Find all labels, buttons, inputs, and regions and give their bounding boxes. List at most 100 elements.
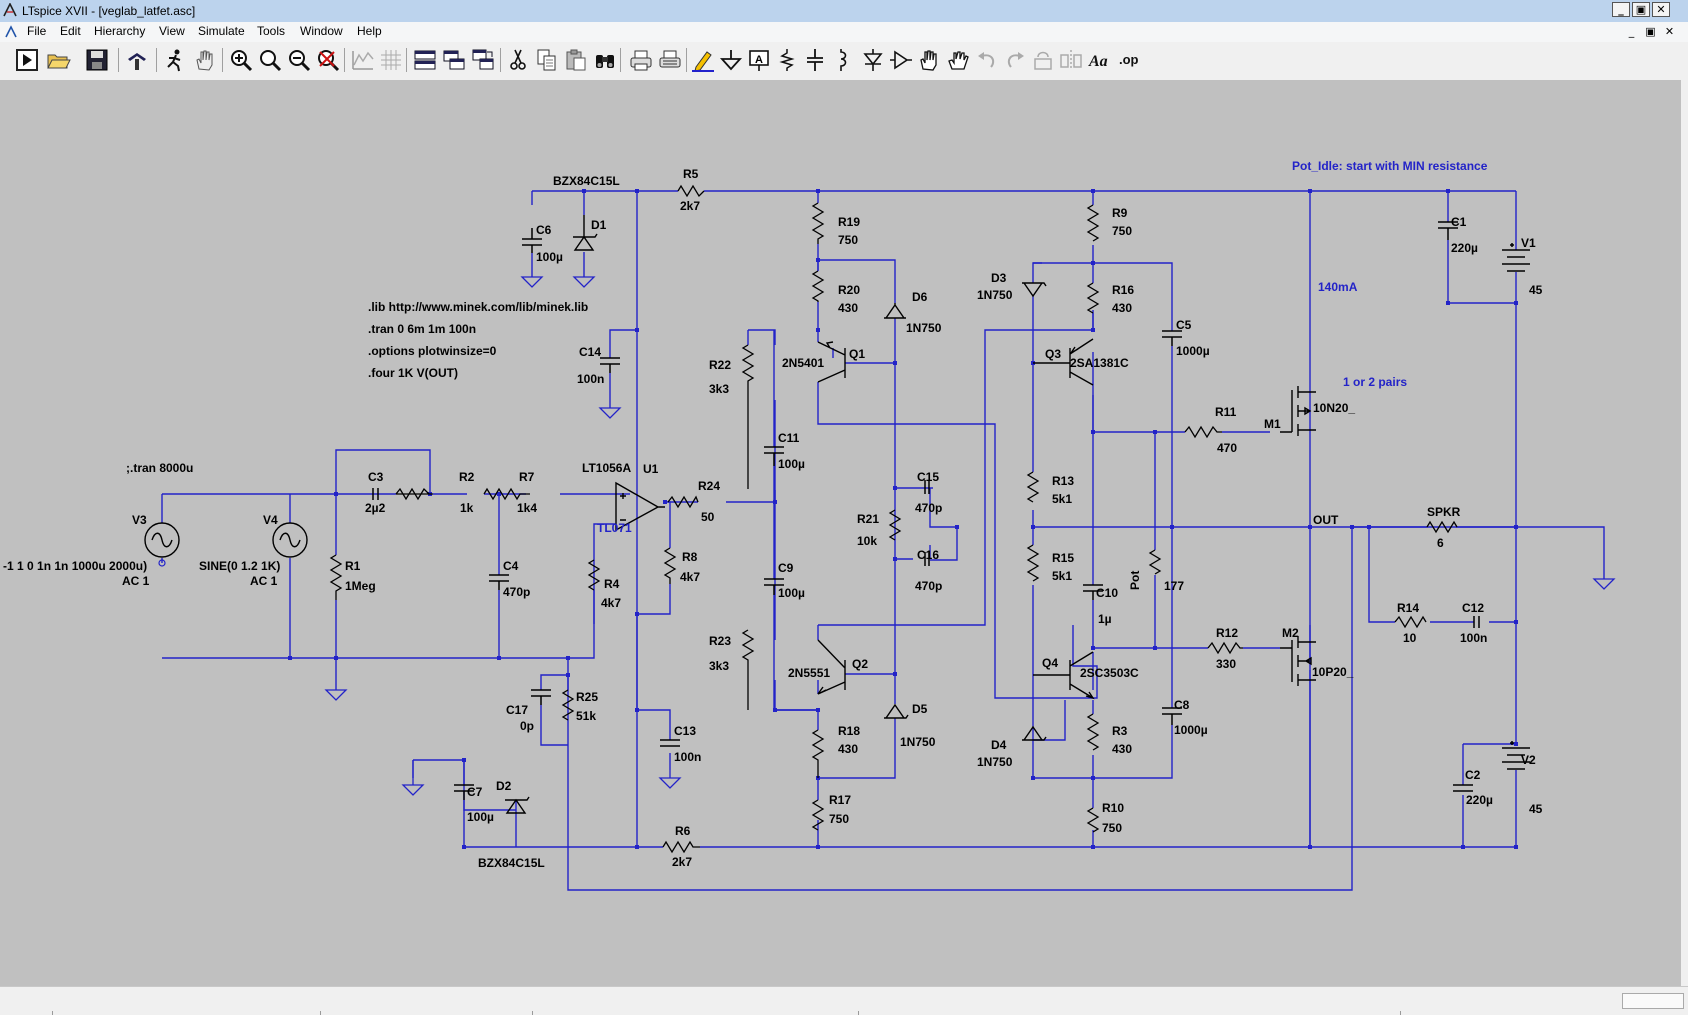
copy-icon[interactable]	[534, 47, 560, 73]
resistors[interactable]	[329, 184, 1458, 854]
menu-hierarchy[interactable]: Hierarchy	[94, 24, 146, 38]
label-U1-part: TL071	[597, 521, 632, 535]
mdi-restore-button[interactable]: ▣	[1645, 25, 1656, 38]
zoom-in-icon[interactable]	[228, 47, 254, 73]
transistors[interactable]	[817, 338, 1316, 700]
zoom-out-icon[interactable]	[286, 47, 312, 73]
label-C16-value: 470p	[915, 579, 942, 593]
maximize-button[interactable]: ▣	[1632, 2, 1650, 17]
find-icon[interactable]	[592, 47, 618, 73]
label-R20: R20	[838, 283, 860, 297]
paste-icon[interactable]	[563, 47, 589, 73]
label-D4: D4	[991, 738, 1007, 752]
label-V3-value: -1 1 0 1n 1n 1000u 2000u)	[3, 559, 147, 573]
title-bar: LTspice XVII - [veglab_latfet.asc] _ ▣ ✕	[0, 0, 1688, 23]
document-icon[interactable]	[4, 25, 18, 39]
toolbar-separator	[686, 48, 687, 72]
net-label-out[interactable]: OUT	[1313, 513, 1339, 527]
menu-file[interactable]: File	[27, 24, 47, 38]
label-R8: R8	[682, 550, 698, 564]
mirror-icon[interactable]	[1058, 47, 1084, 73]
mdi-close-button[interactable]: ✕	[1664, 25, 1675, 38]
spice-directive-lib[interactable]: .lib http://www.minek.com/lib/minek.lib	[368, 300, 588, 314]
control-panel-icon[interactable]	[124, 47, 150, 73]
mdi-minimize-button[interactable]: _	[1628, 25, 1635, 38]
menu-view[interactable]: View	[159, 24, 185, 38]
inductor-icon[interactable]	[830, 47, 856, 73]
component-icon[interactable]	[888, 47, 914, 73]
tile-horizontal-icon[interactable]	[412, 47, 438, 73]
label-R18-value: 430	[838, 742, 858, 756]
label-R4: R4	[604, 577, 620, 591]
spice-directive-four[interactable]: .four 1K V(OUT)	[368, 366, 458, 380]
open-icon[interactable]	[45, 47, 71, 73]
comment-pot-idle[interactable]: Pot_Idle: start with MIN resistance	[1292, 159, 1488, 173]
wires[interactable]	[161, 190, 1605, 891]
label-R3: R3	[1112, 724, 1128, 738]
pick-trace-icon[interactable]	[162, 47, 188, 73]
batteries[interactable]	[1502, 243, 1530, 770]
schematic-canvas[interactable]: BZX84C15L R5 2k7 C6 100µ D1 C14 100n R19…	[0, 80, 1688, 986]
toolbar-separator	[222, 48, 223, 72]
zoom-cancel-icon[interactable]	[315, 47, 341, 73]
autorange-icon[interactable]	[350, 47, 376, 73]
capacitors[interactable]	[372, 221, 1480, 800]
ground-icon[interactable]	[718, 47, 744, 73]
diode-icon[interactable]	[860, 47, 886, 73]
print-icon[interactable]	[628, 47, 654, 73]
grid-icon[interactable]	[378, 47, 404, 73]
label-net-icon[interactable]: A	[746, 47, 772, 73]
voltage-source-V4	[272, 522, 308, 558]
label-R15: R15	[1052, 551, 1074, 565]
menu-simulate[interactable]: Simulate	[198, 24, 245, 38]
spice-directive-options[interactable]: .options plotwinsize=0	[368, 344, 497, 358]
move-icon[interactable]	[916, 47, 942, 73]
capacitor-icon[interactable]	[802, 47, 828, 73]
run-icon[interactable]	[14, 47, 40, 73]
capacitor-C13	[660, 739, 680, 747]
minimize-button[interactable]: _	[1612, 2, 1630, 17]
label-V3: V3	[132, 513, 147, 527]
label-R11: R11	[1215, 405, 1237, 419]
label-R6-value: 2k7	[672, 855, 692, 869]
menu-edit[interactable]: Edit	[60, 24, 81, 38]
resistor-icon[interactable]	[774, 47, 800, 73]
menu-tools[interactable]: Tools	[257, 24, 286, 38]
spice-directive-tran[interactable]: .tran 0 6m 1m 100n	[368, 322, 476, 336]
status-bar	[0, 986, 1688, 1015]
undo-icon[interactable]	[974, 47, 1000, 73]
resistor-R21	[888, 509, 902, 541]
zener-D3	[1022, 282, 1047, 298]
print-preview-icon[interactable]	[657, 47, 683, 73]
draw-wire-icon[interactable]	[690, 47, 716, 73]
label-R9-value: 750	[1112, 224, 1132, 238]
comment-pairs[interactable]: 1 or 2 pairs	[1343, 375, 1407, 389]
text-icon[interactable]: Aa	[1088, 47, 1114, 73]
menu-help[interactable]: Help	[357, 24, 382, 38]
label-C10-value: 1µ	[1098, 612, 1112, 626]
label-Q1-model: 2N5401	[782, 356, 824, 370]
opamp-U1[interactable]	[615, 481, 665, 532]
tran-comment[interactable]: ;.tran 8000u	[126, 461, 193, 475]
zoom-full-icon[interactable]	[257, 47, 283, 73]
redo-icon[interactable]	[1002, 47, 1028, 73]
cut-icon[interactable]	[505, 47, 531, 73]
label-R5: R5	[683, 167, 699, 181]
label-C8-value: 1000µ	[1174, 723, 1208, 737]
comment-idle-current[interactable]: 140mA	[1318, 280, 1358, 294]
diodes[interactable]	[505, 215, 1047, 814]
close-button[interactable]: ✕	[1652, 2, 1670, 17]
voltage-sources[interactable]	[144, 522, 308, 558]
cascade-icon[interactable]	[470, 47, 496, 73]
rotate-icon[interactable]	[1030, 47, 1056, 73]
pan-hand-icon[interactable]	[192, 47, 218, 73]
tile-vertical-icon[interactable]	[441, 47, 467, 73]
label-C4-value: 470p	[503, 585, 530, 599]
drag-icon[interactable]	[945, 47, 971, 73]
menu-window[interactable]: Window	[300, 24, 343, 38]
label-V4: V4	[263, 513, 278, 527]
toolbar-separator	[500, 48, 501, 72]
spice-directive-icon[interactable]: .op	[1117, 47, 1143, 73]
label-R13: R13	[1052, 474, 1074, 488]
save-icon[interactable]	[84, 47, 110, 73]
